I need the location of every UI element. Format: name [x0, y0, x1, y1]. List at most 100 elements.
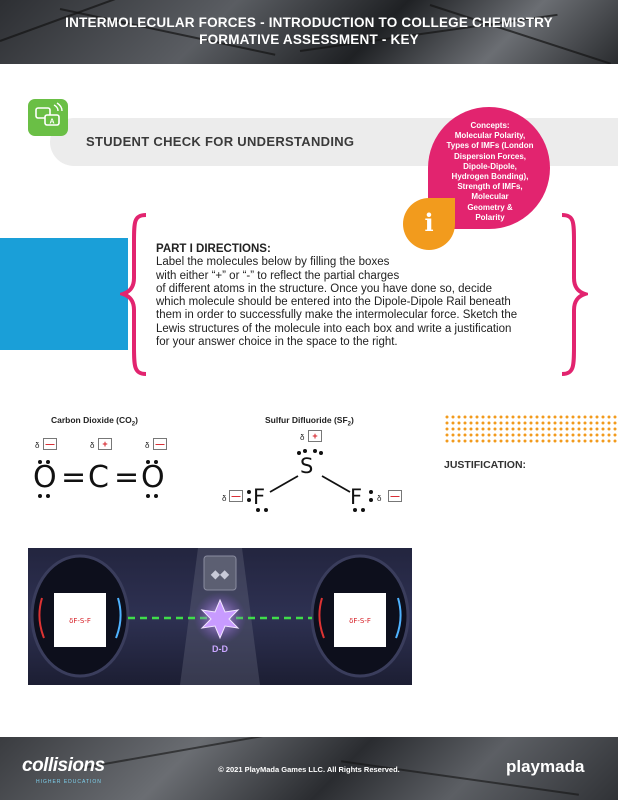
- charge-box-s[interactable]: +: [308, 430, 322, 442]
- grid-dot: [601, 439, 605, 443]
- grid-dot: [523, 427, 527, 431]
- grid-dot: [547, 421, 551, 425]
- grid-dot: [505, 427, 509, 431]
- grid-dot: [613, 415, 617, 419]
- grid-dot: [517, 427, 521, 431]
- grid-dot: [475, 415, 479, 419]
- copyright-text: © 2021 PlayMada Games LLC. All Rights Re…: [218, 765, 400, 774]
- grid-dot: [547, 427, 551, 431]
- grid-dot: [589, 415, 593, 419]
- directions-heading: PART I DIRECTIONS:: [156, 243, 271, 255]
- delta-label: δ: [300, 433, 305, 442]
- grid-dot: [601, 433, 605, 437]
- grid-dot: [505, 439, 509, 443]
- chat-icon: A: [28, 99, 68, 136]
- grid-dot: [595, 433, 599, 437]
- grid-dot: [451, 427, 455, 431]
- grid-dot: [445, 433, 449, 437]
- grid-dot: [517, 421, 521, 425]
- grid-dot: [493, 421, 497, 425]
- grid-dot: [481, 421, 485, 425]
- grid-dot: [493, 427, 497, 431]
- rail-label: D-D: [212, 644, 228, 654]
- directions-block: PART I DIRECTIONS: Label the molecules b…: [156, 243, 576, 349]
- grid-dot: [553, 439, 557, 443]
- grid-dot: [517, 415, 521, 419]
- grid-dot: [463, 427, 467, 431]
- grid-dot: [511, 415, 515, 419]
- grid-dot: [523, 439, 527, 443]
- grid-dot: [529, 433, 533, 437]
- grid-dot: [529, 439, 533, 443]
- grid-dot: [595, 427, 599, 431]
- grid-dot: [607, 439, 611, 443]
- concepts-line: Polarity: [475, 212, 505, 222]
- charge-box-c[interactable]: +: [98, 438, 112, 450]
- grid-dot: [481, 415, 485, 419]
- concepts-text: Concepts: Molecular Polarity, Types of I…: [434, 121, 546, 223]
- grid-dot: [517, 433, 521, 437]
- grid-dot: [499, 433, 503, 437]
- collisions-logo[interactable]: collisions: [22, 755, 105, 776]
- concepts-line: Types of IMFs (London: [446, 141, 534, 151]
- grid-dot: [595, 439, 599, 443]
- grid-dot: [565, 433, 569, 437]
- grid-dot: [469, 415, 473, 419]
- grid-dot: [535, 439, 539, 443]
- delta-label: δ: [377, 494, 382, 503]
- grid-dot: [481, 427, 485, 431]
- playmada-logo[interactable]: playmada: [506, 757, 585, 776]
- grid-dot: [535, 433, 539, 437]
- grid-dot: [571, 433, 575, 437]
- concepts-line: Concepts:: [470, 121, 510, 130]
- grid-dot: [607, 433, 611, 437]
- grid-dot: [571, 439, 575, 443]
- left-brace-icon: [120, 213, 147, 376]
- grid-dot: [577, 415, 581, 419]
- right-brace-icon: [561, 213, 588, 376]
- grid-dot: [535, 415, 539, 419]
- decorative-dot-grid: [445, 415, 617, 443]
- grid-dot: [541, 415, 545, 419]
- grid-dot: [493, 433, 497, 437]
- grid-dot: [613, 427, 617, 431]
- atom-oxygen: O: [141, 460, 165, 495]
- grid-dot: [523, 433, 527, 437]
- left-sketch-box: [54, 593, 106, 647]
- grid-dot: [583, 421, 587, 425]
- grid-dot: [457, 433, 461, 437]
- grid-dot: [511, 439, 515, 443]
- svg-text:δF-S-F: δF-S-F: [349, 617, 371, 625]
- grid-dot: [475, 427, 479, 431]
- grid-dot: [511, 433, 515, 437]
- charge-box-f2[interactable]: —: [388, 490, 402, 502]
- game-screenshot: ◆◆ δF-S-F δF-S-F D-D: [28, 548, 412, 685]
- grid-dot: [517, 439, 521, 443]
- collisions-logo-subtitle: HIGHER EDUCATION: [36, 779, 102, 785]
- grid-dot: [511, 427, 515, 431]
- concepts-line: Geometry &: [467, 202, 513, 212]
- grid-dot: [505, 415, 509, 419]
- grid-dot: [565, 439, 569, 443]
- grid-dot: [487, 421, 491, 425]
- atom-oxygen: O: [33, 460, 57, 495]
- grid-dot: [553, 427, 557, 431]
- grid-dot: [529, 427, 533, 431]
- grid-dot: [511, 421, 515, 425]
- charge-box-o2[interactable]: —: [153, 438, 167, 450]
- grid-dot: [601, 421, 605, 425]
- grid-dot: [577, 421, 581, 425]
- charge-box-o1[interactable]: —: [43, 438, 57, 450]
- grid-dot: [487, 415, 491, 419]
- grid-dot: [445, 415, 449, 419]
- grid-dot: [577, 433, 581, 437]
- grid-dot: [601, 427, 605, 431]
- charge-box-f1[interactable]: —: [229, 490, 243, 502]
- grid-dot: [541, 421, 545, 425]
- grid-dot: [613, 439, 617, 443]
- grid-dot: [559, 415, 563, 419]
- concepts-line: Hydrogen Bonding),: [451, 172, 529, 182]
- grid-dot: [547, 415, 551, 419]
- title-line-2: FORMATIVE ASSESSMENT - KEY: [199, 32, 419, 47]
- grid-dot: [577, 427, 581, 431]
